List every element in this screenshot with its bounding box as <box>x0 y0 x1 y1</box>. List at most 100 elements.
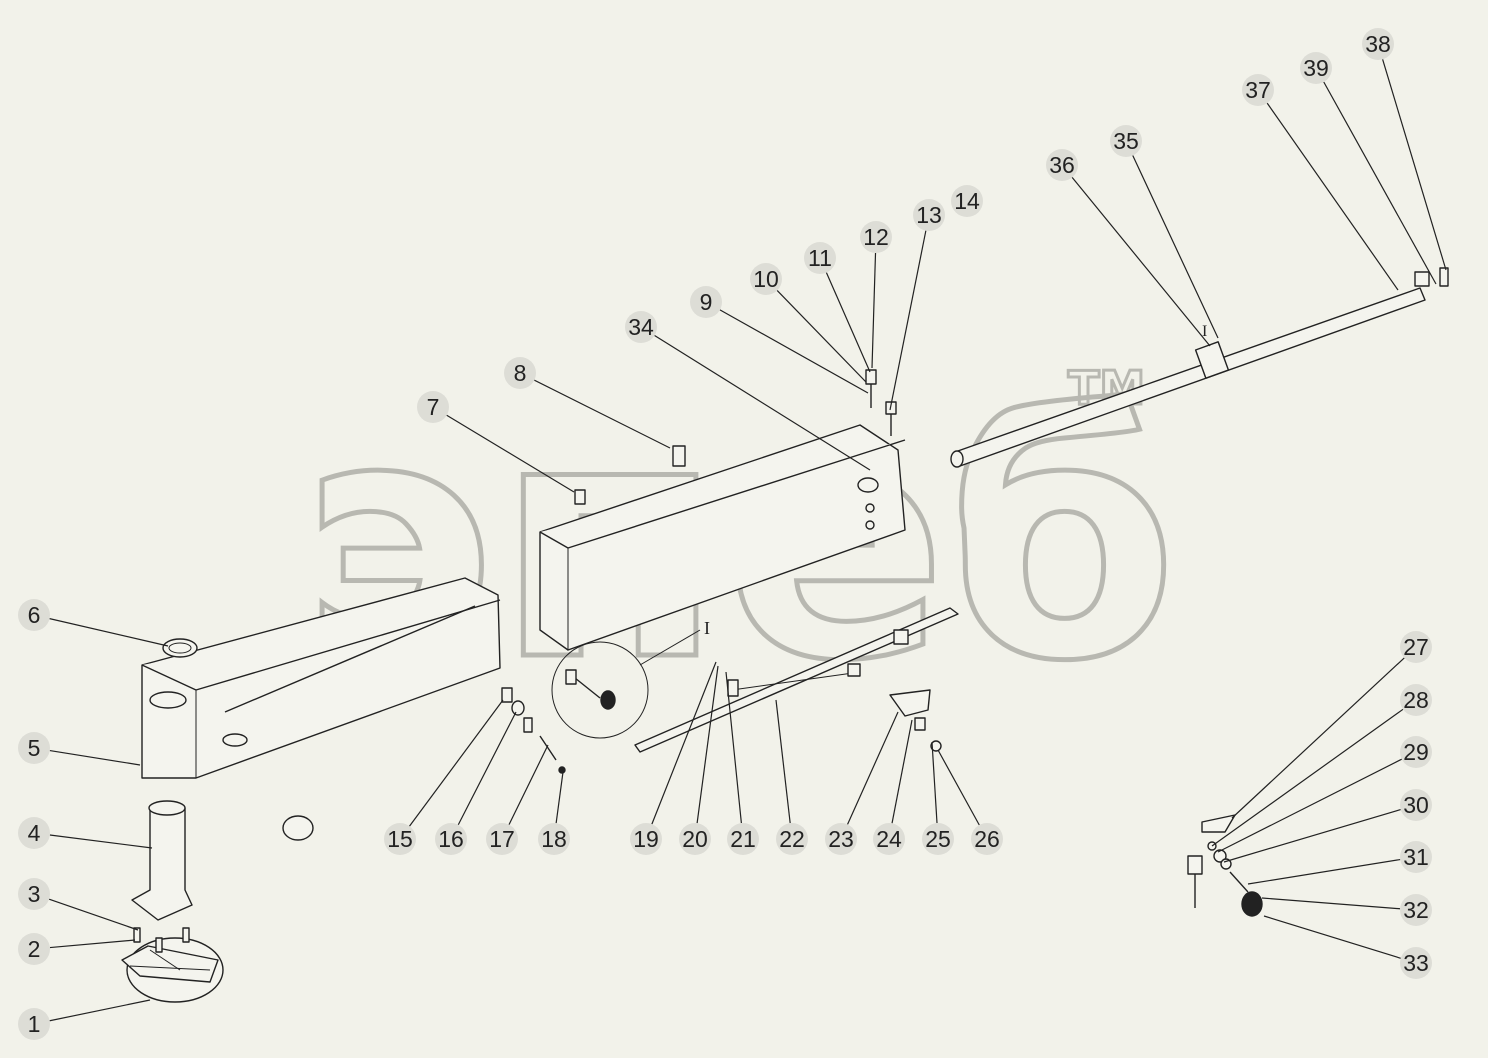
callout-bubble <box>18 1008 50 1040</box>
leader-line-15 <box>409 699 504 827</box>
leader-line-6 <box>49 618 169 647</box>
part-upper-boom <box>539 424 906 651</box>
callout-bubble <box>860 221 892 253</box>
leader-line-34 <box>654 334 871 471</box>
callout-30: 30 <box>1400 789 1432 821</box>
callout-number: 5 <box>28 735 41 761</box>
leader-line-7 <box>446 414 575 493</box>
callout-bubble <box>1110 125 1142 157</box>
callout-number: 16 <box>438 826 464 852</box>
leader-line-32 <box>1261 897 1401 910</box>
callout-bubble <box>971 823 1003 855</box>
leader-line-39 <box>1323 81 1437 285</box>
callout-3: 3 <box>18 878 50 910</box>
leader-line-9 <box>719 309 869 394</box>
callout-bubble <box>625 311 657 343</box>
callout-number: 14 <box>954 188 980 214</box>
callout-6: 6 <box>18 599 50 631</box>
part-pin-8 <box>672 445 686 467</box>
callout-17: 17 <box>486 823 518 855</box>
callout-37: 37 <box>1242 74 1274 106</box>
callout-number: 31 <box>1403 844 1429 870</box>
part-bracket <box>889 689 942 752</box>
callout-bubble <box>1046 149 1078 181</box>
callout-15: 15 <box>384 823 416 855</box>
leader-line-4 <box>49 834 153 849</box>
leader-line-13 <box>889 230 927 411</box>
callout-number: 3 <box>28 881 41 907</box>
callout-11: 11 <box>804 242 836 274</box>
callout-bubble <box>804 242 836 274</box>
callout-number: 29 <box>1403 739 1429 765</box>
callout-number: 11 <box>808 245 832 271</box>
callout-number: 34 <box>628 314 654 340</box>
leader-line-16 <box>457 711 517 826</box>
callout-13: 13 <box>913 199 945 231</box>
callout-7: 7 <box>417 391 449 423</box>
callout-number: 26 <box>974 826 1000 852</box>
callout-number: 18 <box>541 826 567 852</box>
callout-12: 12 <box>860 221 892 253</box>
callout-bubble <box>18 817 50 849</box>
callout-bubble <box>384 823 416 855</box>
callout-14: 14 <box>951 185 983 217</box>
leader-line-22 <box>775 699 791 824</box>
callout-number: 35 <box>1113 128 1139 154</box>
callout-number: 12 <box>863 224 889 250</box>
callout-5: 5 <box>18 732 50 764</box>
callout-23: 23 <box>825 823 857 855</box>
part-pin-set <box>501 687 566 774</box>
callout-number: 10 <box>753 266 779 292</box>
callout-number: 2 <box>28 936 41 962</box>
callout-number: 19 <box>633 826 659 852</box>
callout-2: 2 <box>18 933 50 965</box>
callout-number: 25 <box>925 826 951 852</box>
callout-19: 19 <box>630 823 662 855</box>
callout-10: 10 <box>750 263 782 295</box>
callout-bubble <box>630 823 662 855</box>
callout-31: 31 <box>1400 841 1432 873</box>
callout-bubble <box>18 599 50 631</box>
callout-bubble <box>1300 52 1332 84</box>
callout-number: 22 <box>779 826 805 852</box>
callout-bubble <box>504 357 536 389</box>
callout-number: 39 <box>1303 55 1329 81</box>
part-extension-rod <box>950 267 1449 468</box>
callout-8: 8 <box>504 357 536 389</box>
leader-line-37 <box>1266 102 1399 291</box>
callout-number: 32 <box>1403 897 1429 923</box>
leader-line-33 <box>1263 915 1401 959</box>
callout-bubble <box>873 823 905 855</box>
callout-39: 39 <box>1300 52 1332 84</box>
leader-line-17 <box>508 744 549 825</box>
part-chain <box>634 607 959 753</box>
part-pin-7 <box>574 489 586 505</box>
callout-number: 13 <box>916 202 942 228</box>
callout-bubble <box>435 823 467 855</box>
callout-number: 8 <box>514 360 527 386</box>
callout-number: 30 <box>1403 792 1429 818</box>
part-wheel-assembly <box>1187 814 1263 917</box>
callout-bubble <box>417 391 449 423</box>
callout-32: 32 <box>1400 894 1432 926</box>
callout-bubble <box>1400 841 1432 873</box>
callout-number: 23 <box>828 826 854 852</box>
callout-20: 20 <box>679 823 711 855</box>
callout-29: 29 <box>1400 736 1432 768</box>
leader-line-28 <box>1211 708 1404 847</box>
callout-bubble <box>486 823 518 855</box>
leader-line-29 <box>1217 758 1402 853</box>
leader-line-3 <box>48 898 139 931</box>
callout-bubble <box>1400 947 1432 979</box>
callout-bubble <box>727 823 759 855</box>
leader-line-19 <box>651 661 717 825</box>
leader-line-18 <box>555 771 564 824</box>
part-bolts <box>133 927 190 953</box>
callout-35: 35 <box>1110 125 1142 157</box>
callout-number: 27 <box>1403 634 1429 660</box>
part-base-plate <box>121 937 224 1003</box>
callout-number: 28 <box>1403 687 1429 713</box>
leader-line-5 <box>49 749 141 766</box>
leader-line-8 <box>534 379 671 449</box>
callout-bubble <box>776 823 808 855</box>
